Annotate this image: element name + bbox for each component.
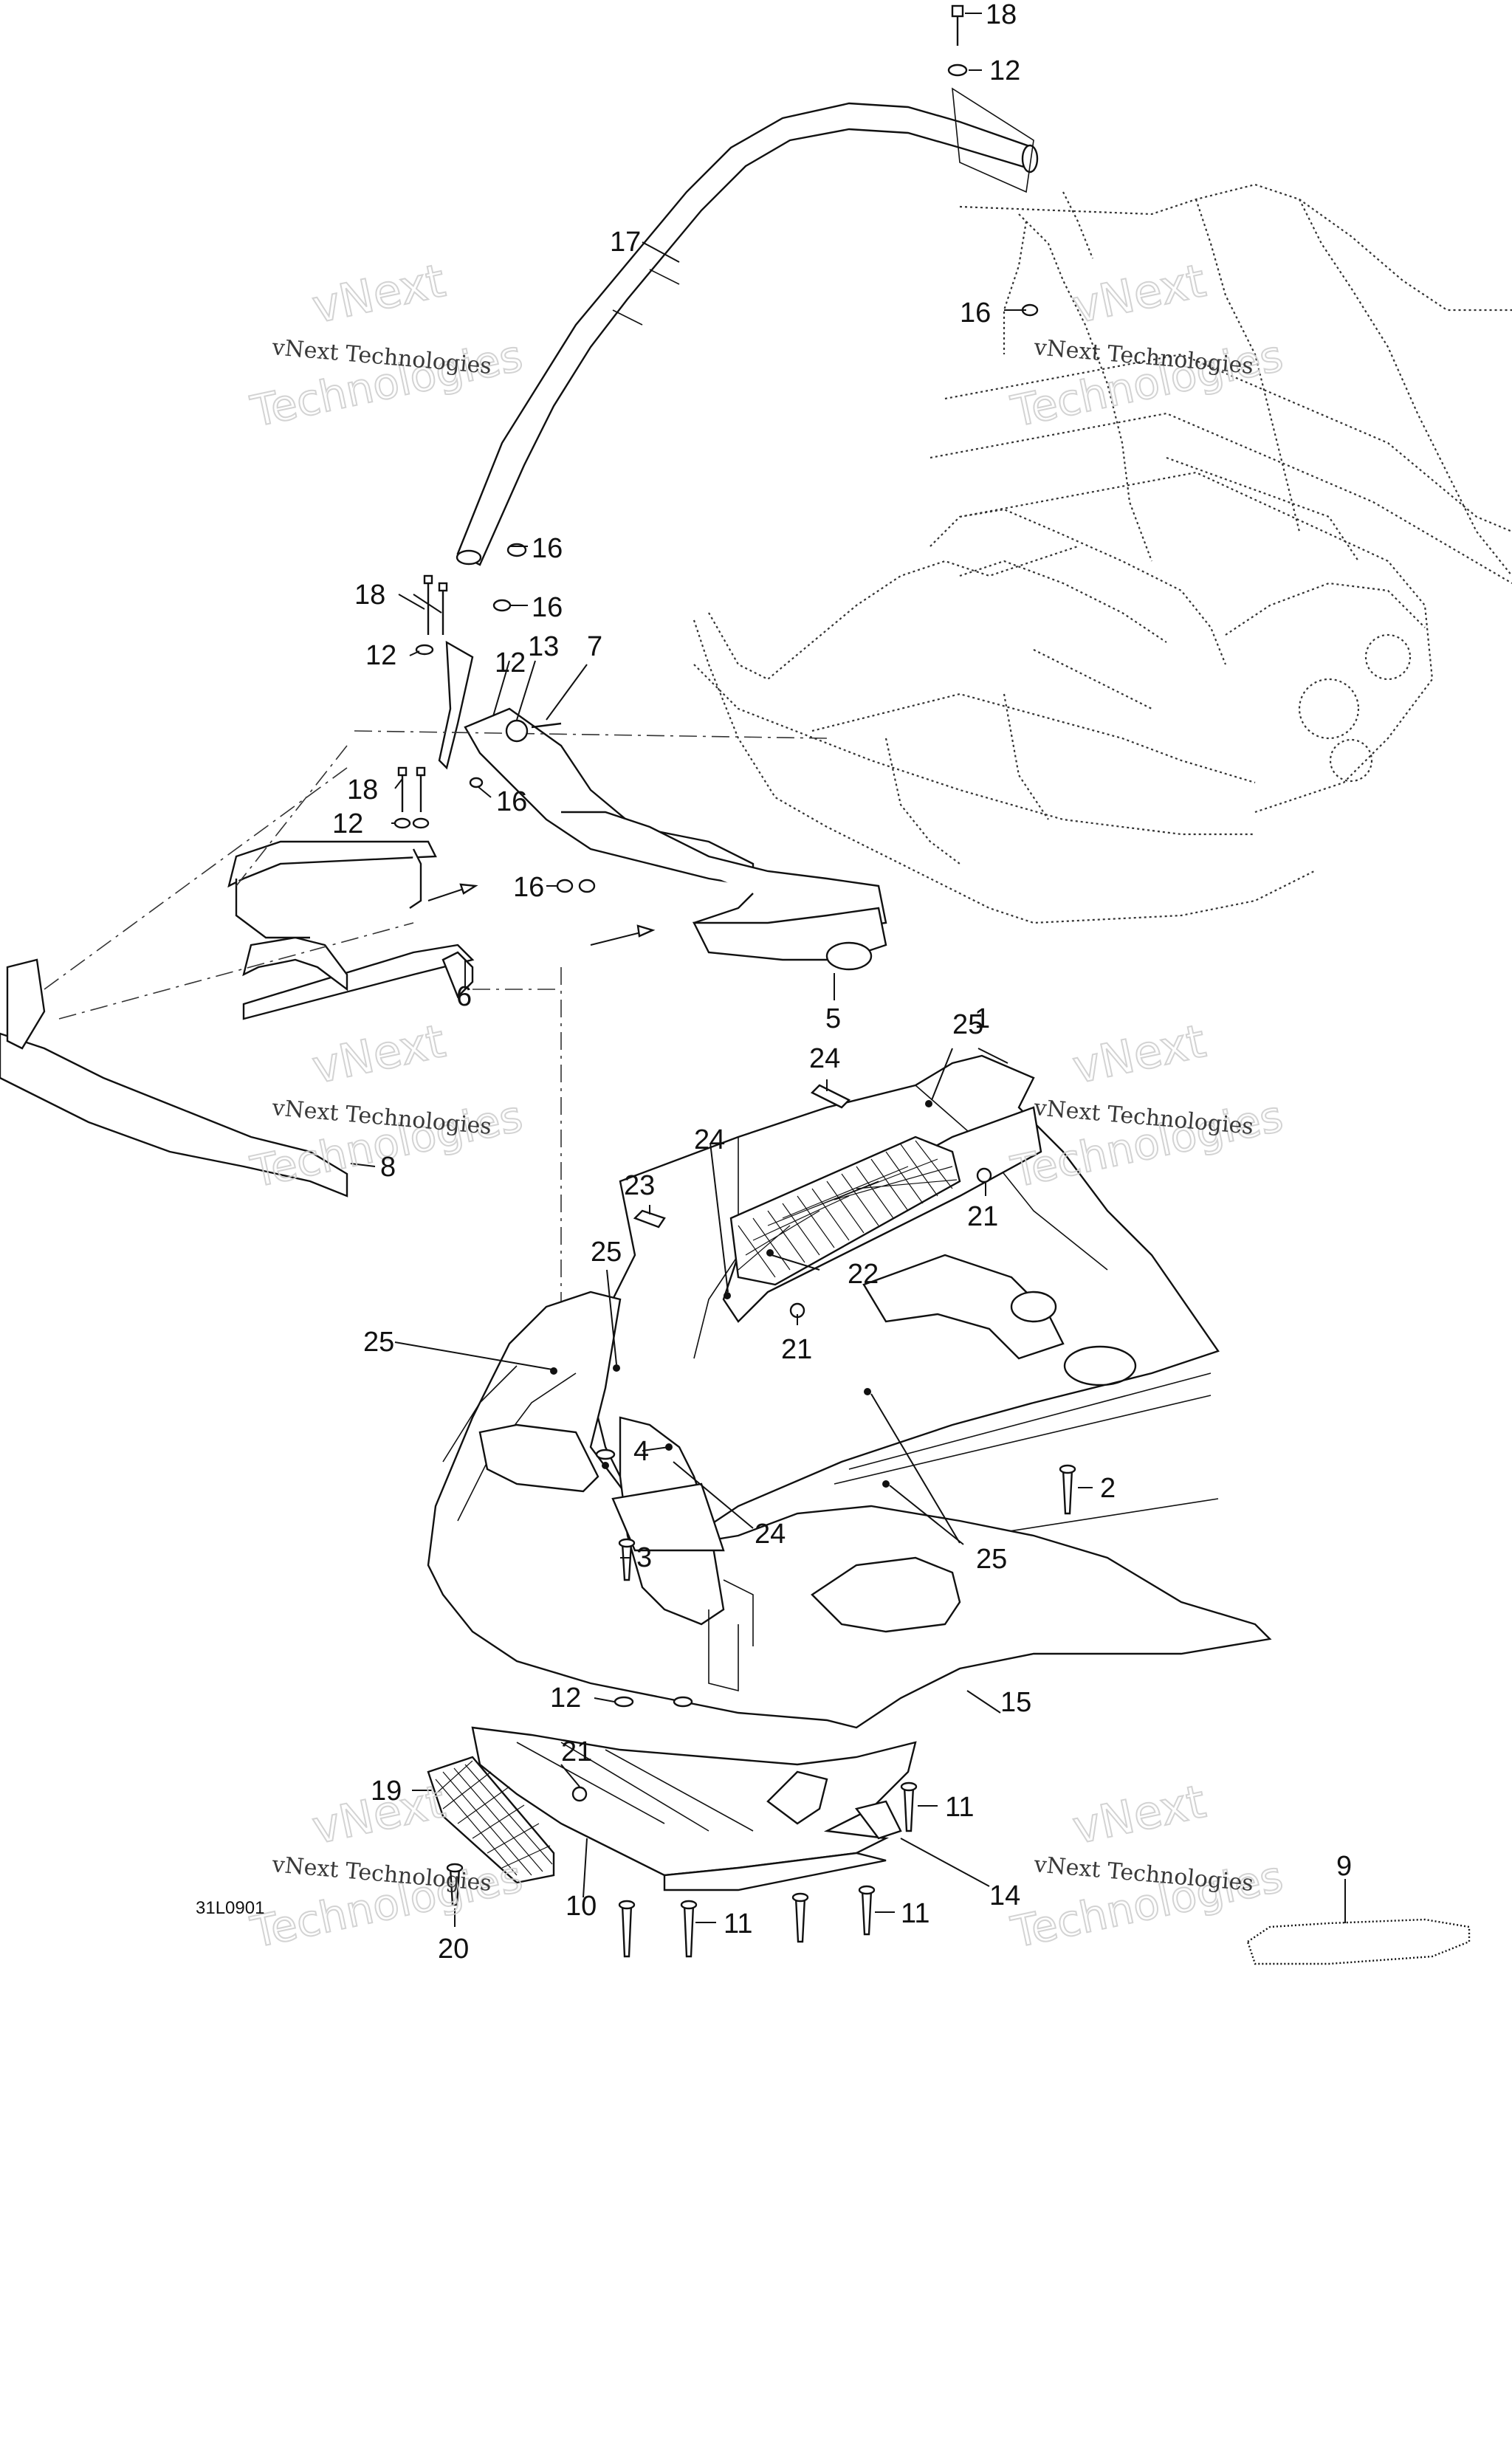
callout-7: 7 — [587, 631, 602, 662]
callout-15: 15 — [1000, 1687, 1031, 1718]
leader-lines — [350, 241, 1346, 1927]
callout-6: 6 — [456, 981, 472, 1012]
callout-12-top: 12 — [989, 55, 1020, 86]
callout-21-right: 21 — [967, 1201, 998, 1232]
callout-11-bottom-right: 11 — [901, 1898, 929, 1929]
bracket-fasteners — [394, 303, 1039, 893]
callout-13: 13 — [528, 631, 559, 662]
callout-16-upper-right: 16 — [960, 298, 991, 329]
callout-11-right: 11 — [945, 1792, 974, 1823]
front-screen-19 — [427, 1756, 555, 1884]
watermark-big-11: vNext — [1068, 1774, 1210, 1855]
watermark-big-5: vNext — [308, 1014, 450, 1094]
callout-5: 5 — [825, 1003, 841, 1034]
callout-21-mid: 21 — [781, 1334, 812, 1365]
front-bumper-assembly — [0, 640, 887, 1373]
callout-12-left: 12 — [365, 640, 396, 671]
watermark-big-7: vNext — [1068, 1014, 1210, 1094]
callout-22: 22 — [848, 1259, 879, 1290]
rivets — [446, 1084, 1076, 1958]
skid-plate-10 — [471, 1726, 917, 1891]
watermark-6: vNext Technologies — [1006, 1773, 1288, 1959]
callout-24-mid: 24 — [694, 1124, 725, 1155]
callout-16-bracket: 16 — [496, 786, 527, 817]
callout-4: 4 — [633, 1436, 649, 1467]
callout-25-left: 25 — [591, 1237, 622, 1268]
callout-23: 23 — [624, 1170, 655, 1201]
callout-24-top: 24 — [809, 1043, 840, 1074]
callout-labels: 18 12 17 16 16 16 18 12 12 13 7 18 12 16… — [196, 0, 1352, 1965]
callout-20: 20 — [438, 1934, 469, 1965]
callout-18-top: 18 — [986, 0, 1017, 30]
callout-10: 10 — [566, 1891, 597, 1922]
watermark-big-1: vNext — [308, 253, 450, 334]
callout-17: 17 — [610, 227, 641, 258]
callout-12-bracket: 12 — [495, 647, 526, 678]
callout-16-nuts: 16 — [513, 872, 544, 903]
watermark-big-3: vNext — [1068, 253, 1210, 334]
callout-25-top: 25 — [952, 1009, 983, 1040]
callout-19: 19 — [371, 1776, 402, 1807]
callout-12-lower: 12 — [332, 808, 363, 839]
decal-9 — [1246, 1918, 1471, 1965]
upper-grab-bar-17 — [456, 87, 1039, 566]
callout-11-bottom-left: 11 — [724, 1908, 752, 1939]
drawing-code: 31L0901 — [196, 1898, 264, 1918]
callout-25-far-left: 25 — [363, 1327, 394, 1358]
callout-3: 3 — [636, 1542, 652, 1573]
callout-25-lower-right: 25 — [976, 1544, 1007, 1575]
callout-2: 2 — [1100, 1473, 1116, 1504]
lower-pan-15 — [427, 1291, 1272, 1729]
callout-24-lower: 24 — [755, 1519, 786, 1550]
callout-21-bottom: 21 — [561, 1736, 592, 1767]
callout-14: 14 — [989, 1880, 1020, 1911]
callout-16-tube-end: 16 — [532, 533, 563, 564]
callout-9: 9 — [1336, 1851, 1352, 1882]
callout-12-bottom: 12 — [550, 1683, 581, 1714]
callout-18-lower: 18 — [347, 774, 378, 805]
callout-18-left: 18 — [354, 580, 385, 611]
intake-mesh-22 — [729, 1135, 961, 1286]
callout-8: 8 — [380, 1152, 396, 1183]
watermark-2: vNext Technologies — [1006, 252, 1288, 438]
callout-16-nut: 16 — [532, 592, 563, 623]
chassis-frame — [693, 183, 1512, 924]
top-bolt-assembly — [947, 4, 982, 77]
callout-1: 1 — [975, 1003, 990, 1034]
watermark-4: vNext Technologies — [1006, 1013, 1288, 1198]
